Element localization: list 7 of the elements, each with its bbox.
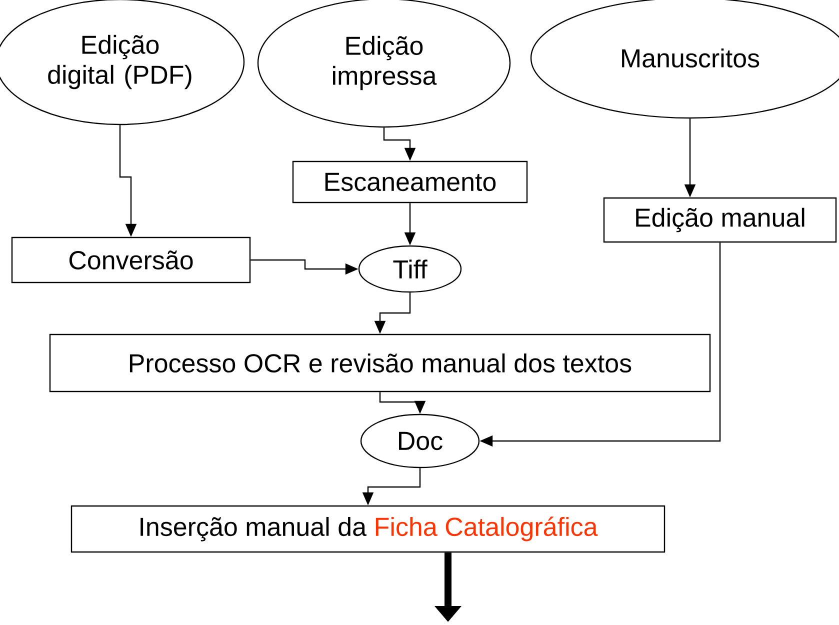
process-box: Edição manual: [603, 197, 837, 243]
process-box: Processo OCR e revisão manual dos textos: [49, 334, 711, 392]
ellipse-node: Tiff: [358, 245, 462, 293]
process-box: Escaneamento: [292, 160, 528, 204]
process-box: Inserção manual da Ficha Catalográfica: [70, 505, 666, 553]
ellipse-node: Doc: [360, 414, 480, 468]
process-box: Conversão: [11, 236, 251, 284]
